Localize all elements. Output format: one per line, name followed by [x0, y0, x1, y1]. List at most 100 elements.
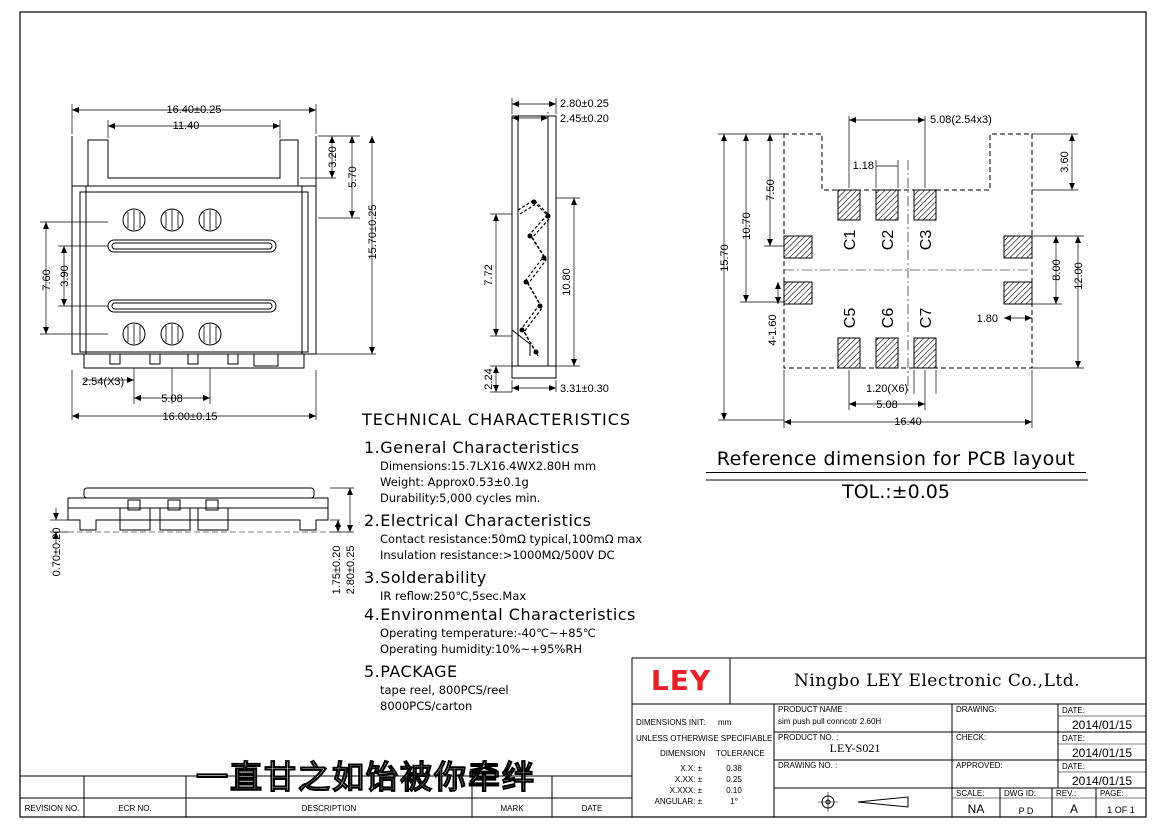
pcb-dim-left-c: 4-1.60: [767, 314, 779, 345]
dims-unit-label: DIMENSIONS INIT:: [636, 718, 705, 727]
rev-value: A: [1070, 802, 1078, 816]
bottom-view: [67, 487, 330, 533]
pad-label-c3: C3: [918, 230, 935, 251]
dwg-id-value: P D: [1019, 806, 1034, 816]
section-heading: 1.General Characteristics: [364, 438, 580, 457]
tech-section-general: 1.General Characteristics Dimensions:15.…: [364, 437, 688, 506]
ley-logo: LEY: [650, 664, 712, 697]
section-line: Dimensions:15.7LX16.4WX2.80H mm: [380, 459, 597, 473]
front-dim-span: 5.08: [161, 393, 182, 405]
front-dim-top-inner: 11.40: [173, 120, 200, 132]
tol-row-4-val: 1°: [730, 797, 738, 806]
bottom-dim-right-a: 1.75±0.20: [331, 546, 343, 595]
tol-row-3-key: X.XXX: ±: [670, 786, 703, 795]
side-view-dimensions: [490, 98, 580, 393]
tolerance-label: TOLERANCE: [716, 749, 765, 758]
pcb-layout-dimensions: [718, 116, 1084, 428]
bottom-view-dimensions: [50, 487, 354, 544]
date-label-3: DATE:: [1062, 762, 1085, 771]
tol-row-3-val: 0.10: [726, 786, 742, 795]
tol-row-1-key: X.X: ±: [680, 764, 702, 773]
section-line: Insulation resistance:>1000MΩ/500V DC: [380, 548, 615, 562]
projection-cone-icon: [857, 796, 909, 808]
date-label-2: DATE:: [1062, 734, 1085, 743]
pcb-dim-right-top: 3.60: [1059, 151, 1071, 172]
pcb-dim-span: 5.08: [876, 399, 897, 411]
page-value: 1 OF 1: [1107, 805, 1135, 815]
page-border: [19, 11, 1147, 818]
front-dim-pitch: 2.54(X3): [82, 376, 124, 388]
scale-label: SCALE:: [956, 789, 984, 798]
product-no-label: PRODUCT NO. :: [778, 733, 838, 742]
unless-text: UNLESS OTHERWISE SPECIFIABLE: [636, 734, 772, 743]
front-dim-top-outer: 16.40±0.25: [167, 104, 222, 116]
watermark-text: 一直甘之如饴被你牵绊: [195, 758, 537, 797]
section-line: IR reflow:250℃,5sec.Max: [380, 589, 527, 603]
title-block: [631, 657, 1147, 818]
side-dim-bottom-right: 3.31±0.30: [560, 383, 609, 395]
section-heading: 2.Electrical Characteristics: [364, 511, 592, 530]
side-dim-left: 7.72: [483, 264, 495, 285]
mark-header: MARK: [500, 804, 524, 813]
pcb-dim-right-b: 12.00: [1073, 262, 1085, 290]
section-line: Operating humidity:10%~+95%RH: [380, 642, 583, 656]
approved-label: APPROVED:: [956, 761, 1003, 770]
front-view: [71, 136, 317, 369]
revision-row: [20, 775, 632, 817]
company-name: Ningbo LEY Electronic Co.,Ltd.: [793, 671, 1081, 691]
pcb-dim-right-a: 8.00: [1051, 259, 1063, 280]
ecr-no-header: ECR NO.: [118, 804, 151, 813]
tech-section-electrical: 2.Electrical Characteristics Contact res…: [364, 510, 688, 563]
date-value-2: 2014/01/15: [1072, 746, 1132, 760]
date-value-1: 2014/01/15: [1072, 718, 1132, 732]
tech-section-environmental: 4.Environmental Characteristics Operatin…: [364, 604, 688, 657]
technical-characteristics: TECHNICAL CHARACTERISTICS 1.General Char…: [358, 410, 688, 714]
section-line: Weight: Approx0.53±0.1g: [380, 475, 529, 489]
front-dim-bottom: 16.00±0.15: [163, 411, 218, 423]
date-header: DATE: [582, 804, 603, 813]
section-heading: 3.Solderability: [364, 568, 487, 587]
description-header: DESCRIPTION: [302, 804, 357, 813]
tech-section-package: 5.PACKAGE tape reel, 800PCS/reel 8000PCS…: [364, 661, 688, 714]
front-dim-right-b: 5.70: [347, 166, 359, 187]
tech-section-solderability: 3.Solderability IR reflow:250℃,5sec.Max: [364, 567, 688, 604]
pcb-dim-pad-width: 1.20(X6): [866, 383, 908, 395]
pad-label-c2: C2: [880, 230, 897, 251]
scale-value: NA: [968, 802, 985, 816]
pcb-dim-total: 16.40: [894, 416, 922, 428]
bottom-dim-left: 0.70±0.20: [51, 528, 63, 577]
pcb-caption: Reference dimension for PCB layout TOL.:…: [706, 448, 1086, 503]
tol-row-2-key: X.XX: ±: [675, 775, 703, 784]
drawing-label: DRAWING:: [956, 705, 997, 714]
dimension-label: DIMENSION: [660, 749, 706, 758]
rev-no-header: REVISION NO.: [25, 804, 80, 813]
front-dim-left-a: 7.60: [41, 269, 53, 290]
dims-unit: mm: [718, 718, 732, 727]
pad-label-c5: C5: [842, 308, 859, 329]
pcb-dim-left-a: 10.70: [741, 212, 753, 240]
pcb-dim-left-b: 7.50: [765, 179, 777, 200]
section-line: Operating temperature:-40℃~+85℃: [380, 626, 596, 640]
rev-label: REV.:: [1056, 789, 1076, 798]
tol-row-2-val: 0.25: [726, 775, 742, 784]
product-name: sim push pull conncotr 2.60H: [778, 717, 881, 726]
tol-row-4-key: ANGULAR: ±: [654, 797, 702, 806]
pcb-tolerance: TOL.:±0.05: [842, 481, 950, 503]
product-name-label: PRODUCT NAME :: [778, 705, 847, 714]
section-line: 8000PCS/carton: [380, 699, 473, 713]
page-label: PAGE:: [1100, 789, 1124, 798]
bottom-dim-right-b: 2.80±0.25: [345, 546, 357, 595]
front-dim-right-a: 3.20: [327, 146, 339, 167]
front-dim-left-b: 3.90: [59, 265, 71, 286]
product-no: LEY-S021: [830, 741, 881, 755]
tech-title: TECHNICAL CHARACTERISTICS: [362, 410, 632, 429]
section-heading: 4.Environmental Characteristics: [364, 605, 636, 624]
side-view: [511, 115, 557, 379]
tol-row-1-val: 0.38: [726, 764, 742, 773]
date-value-3: 2014/01/15: [1072, 774, 1132, 788]
side-dim-bottom-left: 2.24: [483, 368, 495, 389]
pcb-dim-pad-offset: 1.18: [853, 160, 874, 172]
section-line: Contact resistance:50mΩ typical,100mΩ ma…: [380, 532, 643, 546]
pad-label-c6: C6: [880, 308, 897, 329]
